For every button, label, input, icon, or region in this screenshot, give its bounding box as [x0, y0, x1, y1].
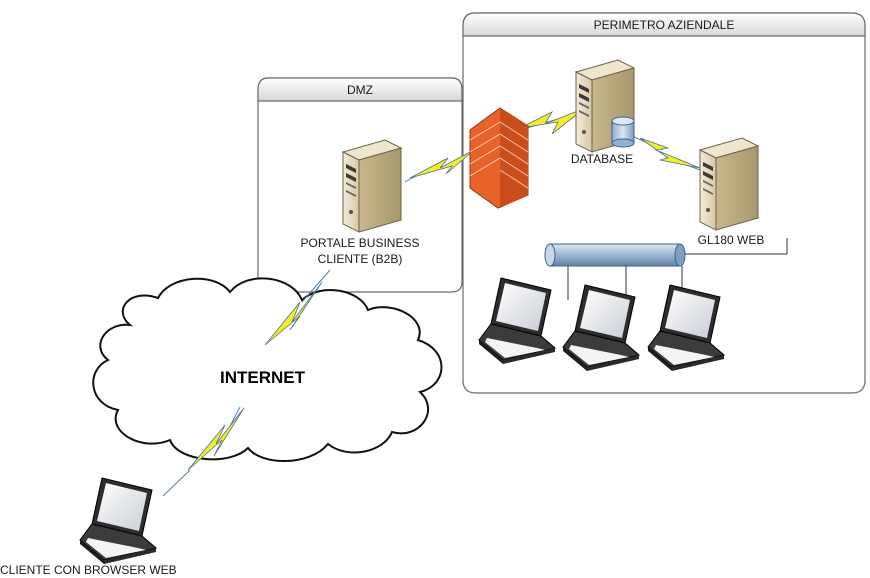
portal-label-line2: CLIENTE (B2B) [317, 252, 403, 266]
client-laptop-icon [79, 477, 157, 565]
network-bus-icon [544, 243, 686, 300]
internet-cloud-icon [92, 277, 443, 462]
perimeter-zone [462, 12, 866, 394]
dmz-title: DMZ [347, 83, 373, 97]
gl180-label: GL180 WEB [697, 233, 765, 247]
portal-label-line1: PORTALE BUSINESS [300, 236, 420, 250]
database-label: DATABASE [570, 152, 634, 166]
firewall-icon [469, 107, 529, 209]
client-label: CLIENTE CON BROWSER WEB [0, 563, 177, 577]
gl180-server-icon [699, 137, 759, 231]
portal-server-icon [342, 139, 402, 233]
perimeter-title: PERIMETRO AZIENDALE [593, 18, 735, 32]
internet-label: INTERNET [220, 368, 305, 387]
database-icon [611, 116, 635, 148]
